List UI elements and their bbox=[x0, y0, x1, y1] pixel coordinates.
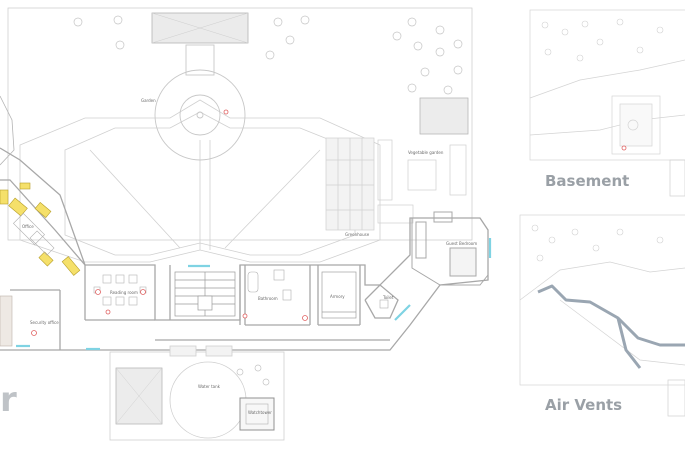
reading-room-furniture bbox=[93, 274, 147, 306]
garden-shed bbox=[419, 97, 469, 135]
basement-edge-box bbox=[669, 159, 685, 197]
toilet-fixture bbox=[379, 299, 389, 309]
room-label-watchtower: Watchtower bbox=[248, 410, 272, 415]
panel-title-main-floor: r bbox=[0, 380, 17, 420]
house-walls bbox=[0, 147, 489, 351]
office-desks bbox=[13, 213, 55, 256]
greenhouse bbox=[325, 137, 375, 231]
room-label-greenhouse: Greenhouse bbox=[345, 232, 370, 237]
panel-title-air-vents: Air Vents bbox=[545, 396, 623, 414]
air-vent-ducts bbox=[537, 284, 685, 369]
room-label-bathroom: Bathroom bbox=[258, 296, 278, 301]
room-label-garden: Garden bbox=[141, 98, 156, 103]
fountain bbox=[154, 44, 246, 161]
room-label-guest-bedroom: Guest Bedroom bbox=[446, 241, 478, 246]
room-label-vegetable-garden: Vegetable garden bbox=[408, 150, 444, 155]
staircase bbox=[174, 271, 236, 317]
south-courtyard bbox=[109, 345, 285, 441]
garden-area bbox=[7, 7, 473, 263]
vegetable-garden-beds bbox=[377, 139, 467, 224]
objective-markers bbox=[31, 109, 308, 428]
courtyard-trees bbox=[236, 364, 270, 386]
air-vents-edge-box bbox=[667, 379, 685, 417]
basement-marker bbox=[621, 145, 627, 151]
trees bbox=[73, 15, 463, 95]
watchtower bbox=[239, 397, 275, 431]
air-vent-trees bbox=[531, 224, 664, 262]
guest-bedroom-room bbox=[411, 211, 489, 286]
office-furniture bbox=[0, 182, 81, 276]
room-label-toilet: Toilet bbox=[383, 295, 394, 300]
armory-fixtures bbox=[321, 271, 357, 319]
left-tower bbox=[0, 95, 15, 166]
room-label-water-tank: Water tank bbox=[198, 384, 220, 389]
security-office-room bbox=[0, 295, 13, 347]
basement-trees bbox=[541, 18, 664, 62]
basement-panel bbox=[529, 9, 685, 161]
room-label-reading-room: Reading room bbox=[110, 290, 138, 295]
windows bbox=[16, 238, 492, 351]
bathroom-fixtures bbox=[247, 269, 292, 301]
room-label-office: Office bbox=[22, 224, 34, 229]
air-vents-panel bbox=[519, 214, 685, 386]
panel-title-basement: Basement bbox=[545, 172, 630, 190]
room-label-security-office: Security office bbox=[30, 320, 59, 325]
room-label-armory: Armory bbox=[330, 294, 345, 299]
